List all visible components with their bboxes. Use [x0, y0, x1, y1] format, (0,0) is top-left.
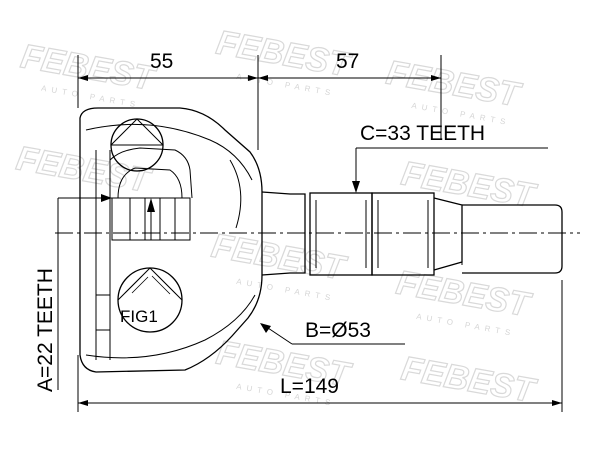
- watermark-brand: FEBEST: [384, 54, 526, 115]
- hatch-line: [151, 275, 171, 295]
- arrowhead: [431, 75, 441, 81]
- watermark-brand: FEBEST: [209, 227, 351, 288]
- ball-bottom-hatch: [117, 267, 183, 301]
- shaft-neck: [261, 191, 306, 276]
- housing-inner-line: [85, 294, 256, 359]
- shaft-taper: [433, 197, 463, 271]
- arrowhead: [352, 181, 360, 193]
- watermark-brand: FEBEST: [18, 37, 160, 98]
- cv-joint-housing: FIG1: [79, 107, 263, 373]
- arrowhead: [78, 400, 88, 406]
- inner-teeth-label: A=22 TEETH: [34, 268, 57, 392]
- shaft-spline-b: [371, 192, 435, 276]
- arrowhead: [101, 194, 112, 202]
- shaft-tip: [462, 204, 563, 274]
- ball-top-hatch: [110, 118, 164, 146]
- total-length-label: L=149: [280, 375, 339, 398]
- arrowhead: [260, 323, 271, 333]
- arrowhead: [78, 75, 88, 81]
- housing-inner-line: [85, 123, 253, 181]
- watermark-brand: FEBEST: [398, 349, 540, 410]
- top-dimensions: 55 57: [77, 50, 442, 150]
- diameter-label: B=Ø53: [305, 319, 371, 342]
- watermark-layer: FEBEST FEBEST FEBEST FEBEST FEBEST FEBES…: [13, 23, 541, 411]
- fig1-label: FIG1: [120, 307, 158, 326]
- inner-teeth-callout: A=22 TEETH: [34, 194, 112, 392]
- hatch-line: [131, 276, 149, 294]
- diameter-callout: B=Ø53: [260, 319, 405, 345]
- total-length-dimension: L=149: [77, 280, 563, 412]
- watermark-brand: FEBEST: [398, 154, 540, 215]
- hatch-line: [124, 275, 143, 294]
- arrowhead: [552, 400, 562, 406]
- housing-inner-curve: [229, 159, 242, 229]
- cage-outline: [109, 147, 193, 199]
- outer-teeth-callout: C=33 TEETH: [352, 122, 548, 193]
- inner-arrow: [147, 198, 155, 212]
- dimension-55-label: 55: [150, 50, 173, 73]
- dimension-57-label: 57: [336, 50, 359, 73]
- cv-joint-shaft: [261, 191, 563, 276]
- arrowhead: [258, 75, 268, 81]
- cage-inner: [117, 167, 183, 199]
- arrowhead: [248, 75, 258, 81]
- outer-teeth-label: C=33 TEETH: [360, 122, 485, 145]
- watermark-brand: FEBEST: [214, 24, 356, 85]
- hatch-line: [157, 275, 177, 295]
